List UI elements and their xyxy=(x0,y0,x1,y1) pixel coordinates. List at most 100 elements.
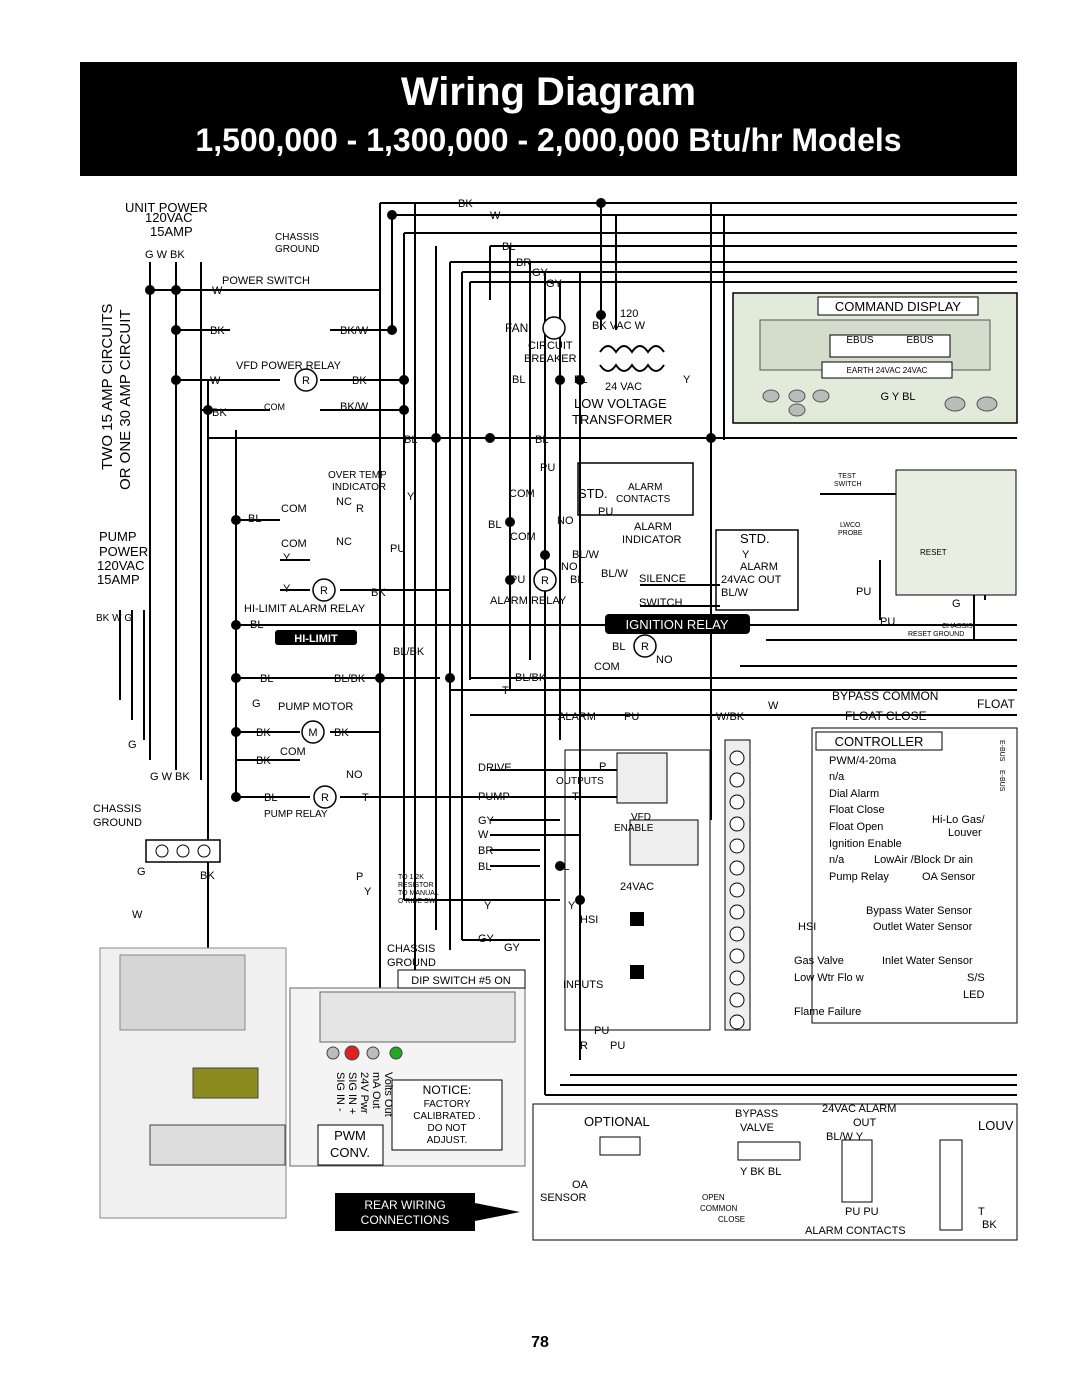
svg-text:GROUND: GROUND xyxy=(275,244,319,255)
svg-text:UNIT POWER: UNIT POWER xyxy=(125,200,208,215)
svg-text:COMMON: COMMON xyxy=(700,1204,738,1213)
svg-text:LED: LED xyxy=(963,989,984,1001)
svg-text:RESET GROUND: RESET GROUND xyxy=(908,631,964,638)
svg-text:n/a: n/a xyxy=(829,771,845,783)
svg-text:BK/W: BK/W xyxy=(340,401,369,413)
svg-text:CONV.: CONV. xyxy=(330,1145,370,1160)
svg-text:BL/BK: BL/BK xyxy=(393,646,425,658)
svg-text:IGNITION RELAY: IGNITION RELAY xyxy=(625,617,728,632)
svg-text:Y: Y xyxy=(742,549,750,561)
svg-text:G Y BL: G Y BL xyxy=(880,391,915,403)
svg-text:Dial Alarm: Dial Alarm xyxy=(829,788,879,800)
lwco-board xyxy=(895,469,1017,596)
svg-text:GY: GY xyxy=(504,942,521,954)
svg-text:R: R xyxy=(356,503,364,515)
svg-text:Float Open: Float Open xyxy=(829,821,883,833)
ignition-relay-badge xyxy=(605,614,750,634)
svg-text:BL/W Y: BL/W Y xyxy=(826,1131,864,1143)
svg-text:ALARM: ALARM xyxy=(558,711,596,723)
svg-text:ALARM: ALARM xyxy=(634,521,672,533)
svg-text:PWM/4-20ma: PWM/4-20ma xyxy=(829,755,897,767)
rear-wiring-badge xyxy=(335,1193,475,1231)
svg-text:BL: BL xyxy=(512,374,525,386)
svg-text:BL: BL xyxy=(570,574,583,586)
svg-text:NOTICE:: NOTICE: xyxy=(423,1083,472,1097)
svg-text:STD.: STD. xyxy=(578,486,608,501)
svg-text:CONNECTIONS: CONNECTIONS xyxy=(361,1213,450,1227)
svg-text:T: T xyxy=(572,791,579,803)
svg-text:GY: GY xyxy=(546,278,563,290)
svg-text:R: R xyxy=(302,375,310,387)
svg-text:BK: BK xyxy=(200,870,215,882)
svg-text:BK: BK xyxy=(256,755,271,767)
svg-text:G: G xyxy=(137,866,146,878)
svg-text:LowAir /Block Dr ain: LowAir /Block Dr ain xyxy=(874,854,973,866)
svg-text:DRIVE: DRIVE xyxy=(478,762,512,774)
svg-text:PU PU: PU PU xyxy=(845,1206,879,1218)
svg-text:CHASSIS: CHASSIS xyxy=(387,943,435,955)
svg-text:BL/W: BL/W xyxy=(572,549,600,561)
svg-text:Pump Relay: Pump Relay xyxy=(829,871,889,883)
svg-text:ALARM RELAY: ALARM RELAY xyxy=(490,595,567,607)
svg-text:CHASSIS: CHASSIS xyxy=(942,623,973,630)
svg-text:POWER SWITCH: POWER SWITCH xyxy=(222,275,310,287)
svg-text:Y: Y xyxy=(364,886,372,898)
svg-text:ALARM: ALARM xyxy=(628,482,662,493)
svg-text:RESET: RESET xyxy=(920,548,947,557)
svg-text:BK: BK xyxy=(352,375,367,387)
svg-text:BL: BL xyxy=(404,434,417,446)
svg-text:BL: BL xyxy=(502,241,515,253)
svg-text:Ignition Enable: Ignition Enable xyxy=(829,838,902,850)
svg-text:Gas Valve: Gas Valve xyxy=(794,955,844,967)
svg-text:R: R xyxy=(321,792,329,804)
svg-text:T: T xyxy=(978,1206,985,1218)
svg-text:PU: PU xyxy=(540,462,555,474)
svg-text:15AMP: 15AMP xyxy=(150,224,193,239)
svg-text:BK: BK xyxy=(458,198,473,210)
svg-text:BL: BL xyxy=(250,619,263,631)
svg-text:PROBE: PROBE xyxy=(838,530,863,537)
svg-text:BK VAC W: BK VAC W xyxy=(592,320,646,332)
svg-text:BYPASS: BYPASS xyxy=(735,1108,778,1120)
svg-text:SIG IN +: SIG IN + xyxy=(346,1072,358,1115)
svg-text:GY: GY xyxy=(478,815,495,827)
svg-text:OPEN: OPEN xyxy=(702,1193,725,1202)
svg-text:R: R xyxy=(541,575,549,587)
svg-text:PU: PU xyxy=(624,711,639,723)
svg-text:PUMP RELAY: PUMP RELAY xyxy=(264,809,328,820)
page-number: 78 xyxy=(531,1334,549,1351)
svg-text:Y: Y xyxy=(407,491,415,503)
svg-text:COM: COM xyxy=(280,746,306,758)
svg-text:BL: BL xyxy=(478,861,491,873)
title-banner: Wiring Diagram 1,500,000 - 1,300,000 - 2… xyxy=(80,62,1017,176)
svg-text:LOUV: LOUV xyxy=(978,1118,1014,1133)
svg-text:STD.: STD. xyxy=(740,531,770,546)
svg-text:15AMP: 15AMP xyxy=(97,572,140,587)
svg-text:NO: NO xyxy=(656,654,673,666)
hi-limit-badge xyxy=(275,630,357,645)
svg-text:n/a: n/a xyxy=(829,854,845,866)
svg-text:Hi-Lo Gas/: Hi-Lo Gas/ xyxy=(932,814,986,826)
svg-text:EBUS: EBUS xyxy=(906,335,934,346)
svg-text:BL: BL xyxy=(260,673,273,685)
svg-text:R: R xyxy=(580,1040,588,1052)
svg-text:BL: BL xyxy=(574,374,587,386)
svg-text:CONTACTS: CONTACTS xyxy=(616,494,671,505)
svg-text:PWM: PWM xyxy=(334,1128,366,1143)
svg-text:ADJUST.: ADJUST. xyxy=(427,1135,468,1146)
svg-text:ALARM CONTACTS: ALARM CONTACTS xyxy=(805,1225,906,1237)
svg-text:OPTIONAL: OPTIONAL xyxy=(584,1114,650,1129)
svg-text:24 VAC: 24 VAC xyxy=(605,381,642,393)
svg-text:Y BK BL: Y BK BL xyxy=(740,1166,781,1178)
svg-text:CALIBRATED .: CALIBRATED . xyxy=(413,1111,481,1122)
svg-text:mA Out: mA Out xyxy=(370,1072,382,1109)
svg-text:NC: NC xyxy=(336,536,352,548)
svg-text:Y: Y xyxy=(283,552,291,564)
svg-text:PU: PU xyxy=(594,1025,609,1037)
svg-text:COM: COM xyxy=(264,402,285,412)
svg-text:Outlet Water Sensor: Outlet Water Sensor xyxy=(873,921,973,933)
svg-text:W: W xyxy=(212,285,223,297)
svg-text:BR: BR xyxy=(516,257,531,269)
svg-text:W: W xyxy=(210,375,221,387)
